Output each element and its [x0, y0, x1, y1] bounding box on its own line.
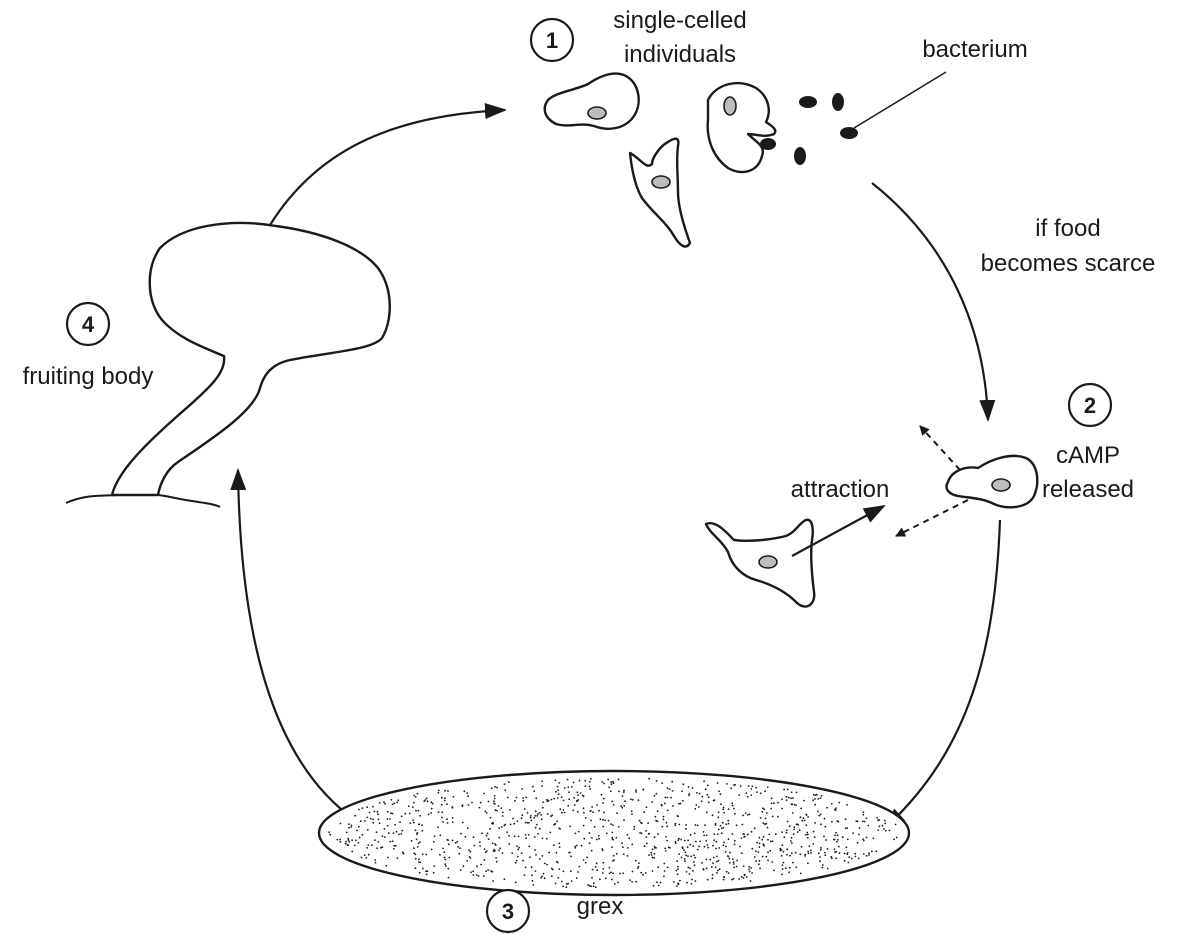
arrow-individuals-to-camp — [871, 182, 996, 422]
cell-nucleus — [758, 555, 778, 569]
cell-nucleus — [991, 478, 1011, 492]
amoeba-cell — [706, 81, 777, 174]
cell-nucleus — [587, 106, 607, 120]
transition-label-line-2: becomes scarce — [981, 250, 1156, 277]
stage-2-group: 2 cAMP released attraction — [704, 382, 1134, 608]
stage-4-badge — [65, 301, 111, 347]
arrow-grex-to-fruiting-body — [230, 468, 356, 821]
stage-1-number: 1 — [546, 28, 558, 53]
stage-1-label-line-1: single-celled — [613, 7, 746, 34]
camp-signal-arrow — [919, 425, 961, 471]
stage-2-badge — [1067, 382, 1113, 428]
stage-4-label: fruiting body — [23, 363, 154, 390]
amoeba-cell — [628, 137, 692, 248]
stage-1-group: 1 single-celled individuals bacterium — [529, 7, 1028, 248]
stage-1-label-line-2: individuals — [624, 41, 736, 68]
bacterium-leader-line — [853, 71, 947, 129]
stage-4-group: 4 fruiting body — [23, 221, 391, 508]
arrow-camp-to-grex — [883, 519, 1002, 830]
arrow-fruiting-body-to-individuals — [269, 102, 507, 226]
stage-2-label-line-2: released — [1042, 476, 1134, 503]
bacterium-dot — [794, 147, 806, 165]
stage-1-badge — [529, 17, 575, 63]
stage-3-group: 3 grex — [317, 769, 911, 934]
bacterium-dot — [799, 96, 817, 108]
attraction-arrow — [791, 505, 886, 557]
stage-2-number: 2 — [1084, 393, 1096, 418]
stage-3-badge — [485, 888, 531, 934]
camp-signal-arrow — [895, 499, 969, 537]
attraction-label: attraction — [791, 476, 890, 503]
amoeba-cell — [945, 454, 1039, 509]
grex-body — [317, 769, 911, 897]
bacterium-dot — [840, 127, 858, 139]
bacterium-label: bacterium — [922, 36, 1027, 63]
stage-2-label-line-1: cAMP — [1056, 442, 1120, 469]
stage-4-number: 4 — [82, 312, 95, 337]
fruiting-body — [110, 221, 391, 497]
cell-nucleus — [723, 96, 737, 116]
bacterium-dot — [760, 138, 776, 150]
amoeba-cell — [543, 72, 640, 130]
cell-nucleus — [651, 175, 671, 189]
stage-3-number: 3 — [502, 899, 514, 924]
stage-3-label: grex — [577, 893, 624, 920]
grex-stipple — [328, 777, 898, 889]
bacterium-dot — [832, 93, 844, 111]
transition-label-line-1: if food — [1035, 215, 1100, 242]
